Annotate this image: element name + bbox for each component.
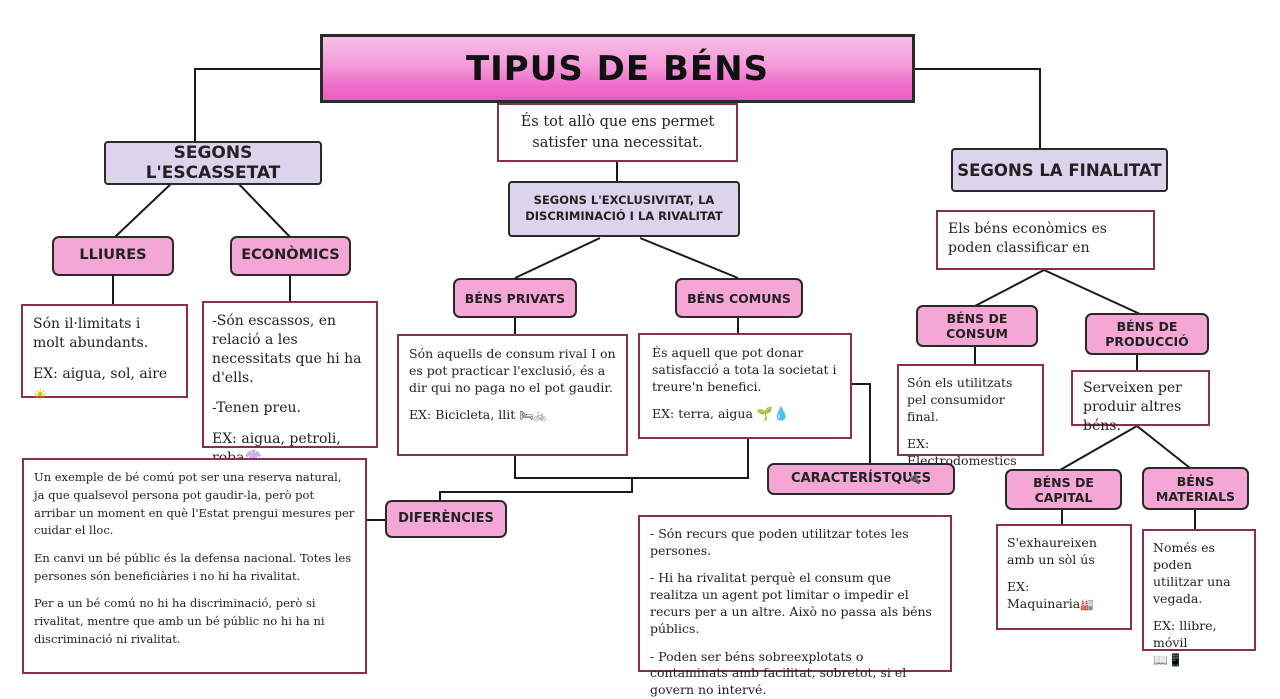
comuns-box: És aquell que pot donar satisfacció a to… [638,333,852,439]
capital-example-label: EX: [1007,579,1121,596]
economics-line1: -Són escassos, en relació a les necessit… [212,312,368,388]
economics-line2: -Tenen preu. [212,399,368,418]
caracteristiques-p1: - Són recurs que poden utilitzar totes l… [650,526,940,560]
sprout-drop-icon: 🌱💧 [757,407,789,422]
caracteristiques-box: - Són recurs que poden utilitzar totes l… [638,515,952,672]
node-lliures: LLIURES [52,236,174,276]
materials-box: Només es poden utilitzar una vegada. EX:… [1142,529,1256,651]
diferencies-p3: Per a un bé comú no hi ha discriminació,… [34,595,355,648]
definition-box: És tot allò que ens permet satisfer una … [497,103,738,162]
caracteristiques-p3: - Poden ser béns sobreexplotats o contam… [650,649,940,699]
node-bens-materials: BÉNS MATERIALS [1142,467,1249,510]
capital-box: S'exhaureixen amb un sòl ús EX: Maquinar… [996,524,1132,630]
diferencies-box: Un exemple de bé comú pot ser una reserv… [22,458,367,674]
produccio-text: Serveixen per produir altres béns. [1083,379,1198,436]
produccio-box: Serveixen per produir altres béns. [1071,370,1210,426]
node-bens-consum: BÉNS DE CONSUM [916,305,1038,347]
category-exclusivitat: SEGONS L'EXCLUSIVITAT, LA DISCRIMINACIÓ … [508,181,740,237]
node-bens-privats: BÉNS PRIVATS [453,278,577,318]
privats-text: Són aquells de consum rival I on es pot … [409,346,616,397]
definition-text: És tot allò que ens permet satisfer una … [519,112,716,153]
category-escassetat: SEGONS L'ESCASSETAT [104,141,322,185]
capital-text: S'exhaureixen amb un sòl ús [1007,535,1121,569]
node-diferencies: DIFERÈNCIES [385,500,507,538]
node-bens-capital: BÉNS DE CAPITAL [1005,469,1122,510]
economics-box: -Són escassos, en relació a les necessit… [202,301,378,448]
category-finalitat: SEGONS LA FINALITAT [951,148,1168,192]
capital-example: Maquinaria🏭 [1007,596,1121,613]
consum-box: Són els utilitzats pel consumidor final.… [897,364,1044,456]
plug-icon: 🔌 [907,472,921,485]
node-bens-comuns: BÉNS COMUNS [675,278,803,318]
privats-box: Són aquells de consum rival I on es pot … [397,334,628,456]
finalitat-intro-text: Els béns econòmics es poden classificar … [948,220,1143,258]
privats-example: EX: Bicicleta, llit 🛏🚲 [409,407,616,424]
page-title: TIPUS DE BÉNS [320,34,915,103]
caracteristiques-p2: - Hi ha rivalitat perquè el consum que r… [650,570,940,638]
book-phone-icon: 📖📱 [1153,652,1245,668]
factory-icon: 🏭 [1080,598,1094,611]
lliures-box: Són il·limitats i molt abundants. EX: ai… [21,304,188,398]
finalitat-intro-box: Els béns econòmics es poden classificar … [936,210,1155,270]
diferencies-p1: Un exemple de bé comú pot ser una reserv… [34,469,355,540]
lliures-text: Són il·limitats i molt abundants. [33,315,176,353]
materials-example: EX: llibre, móvil [1153,618,1245,652]
bed-bike-icon: 🛏🚲 [519,409,547,422]
lliures-example: EX: aigua, sol, aire ☀ [33,365,176,406]
consum-text: Són els utilitzats pel consumidor final. [907,375,1034,426]
comuns-text: És aquell que pot donar satisfacció a to… [652,345,838,396]
comuns-example: EX: terra, aigua 🌱💧 [652,406,838,424]
materials-text: Només es poden utilitzar una vegada. [1153,540,1245,608]
node-economics: ECONÒMICS [230,236,351,276]
sun-icon: ☀ [33,385,47,404]
diferencies-p2: En canvi un bé públic és la defensa naci… [34,550,355,586]
node-bens-produccio: BÉNS DE PRODUCCIÓ [1085,313,1209,355]
